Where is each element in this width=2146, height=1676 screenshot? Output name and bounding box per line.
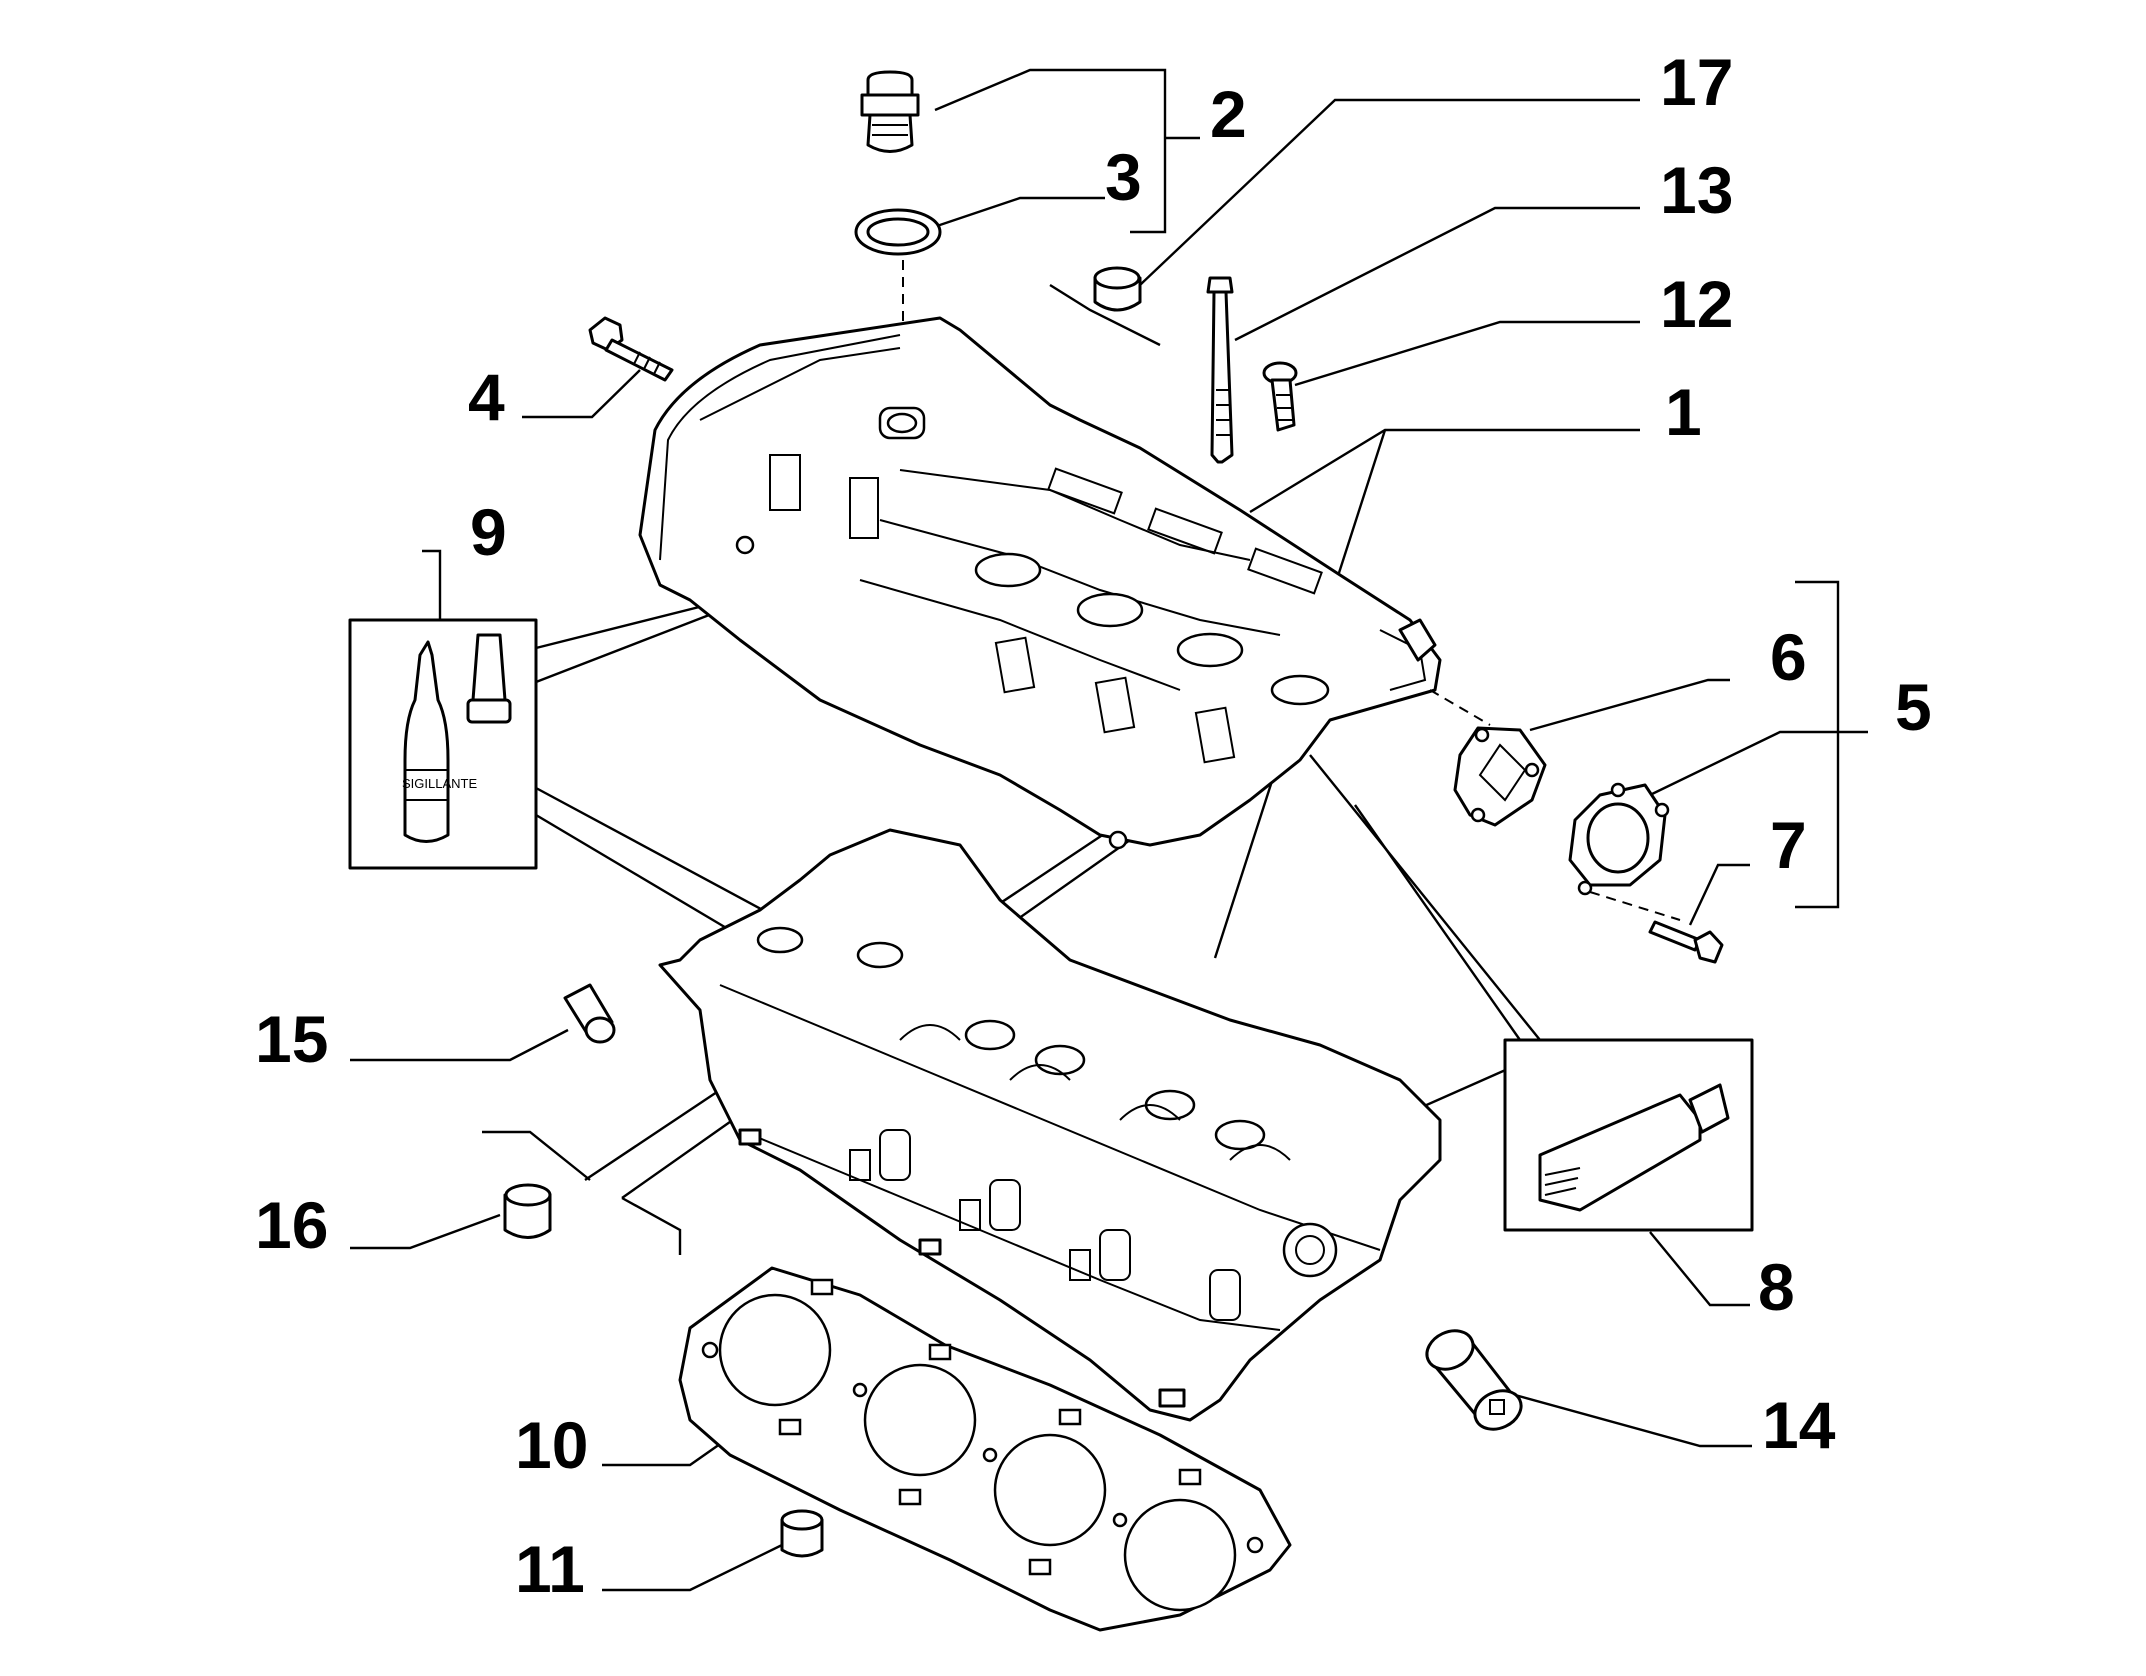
- dowel-16-part: [503, 1183, 552, 1239]
- callout-11: 11: [515, 1532, 585, 1606]
- callout-3: 3: [1105, 140, 1142, 214]
- sealant-kit-9-part: SIGILLANTE: [348, 618, 538, 870]
- callout-16: 16: [255, 1188, 328, 1262]
- callout-8: 8: [1758, 1250, 1795, 1324]
- callout-7: 7: [1770, 808, 1807, 882]
- o-ring-part: [854, 208, 942, 430]
- bushing-14-part: [1425, 1329, 1523, 1431]
- dowel-15-part: [563, 983, 616, 1044]
- callout-numbers: 2 3 17 13 12 1 4 9 6 5 7 15 16 8 14 10 1…: [255, 45, 1932, 1606]
- callout-14: 14: [1762, 1388, 1836, 1462]
- callout-12: 12: [1660, 267, 1733, 341]
- cylinder-head-part: [658, 828, 1442, 1422]
- head-gasket-10-part: [678, 1266, 1292, 1632]
- callout-10: 10: [515, 1408, 588, 1482]
- short-bolt-12-part: [1262, 361, 1298, 432]
- paste-tube-8-part: [1503, 1038, 1754, 1232]
- callout-6: 6: [1770, 620, 1807, 694]
- callout-4: 4: [468, 360, 505, 434]
- callout-17: 17: [1660, 45, 1733, 119]
- sealant-bottle-label: SIGILLANTE: [402, 776, 477, 791]
- long-bolt-13-part: [1206, 276, 1234, 464]
- dowel-11-part: [780, 1509, 824, 1558]
- oil-filler-cap-part: [860, 70, 920, 153]
- dowel-17-part: [1093, 266, 1142, 312]
- camshaft-carrier-part: [638, 316, 1491, 850]
- callout-15: 15: [255, 1002, 328, 1076]
- cover-plate-6-part: [1453, 726, 1547, 827]
- callout-9: 9: [470, 495, 507, 569]
- gasket-5-part: [1568, 782, 1681, 921]
- callout-13: 13: [1660, 153, 1733, 227]
- callout-2: 2: [1210, 77, 1247, 151]
- callout-1: 1: [1665, 375, 1702, 449]
- small-bolt-7-part: [1648, 920, 1724, 964]
- callout-5: 5: [1895, 670, 1932, 744]
- flange-bolt-4-part: [588, 316, 674, 382]
